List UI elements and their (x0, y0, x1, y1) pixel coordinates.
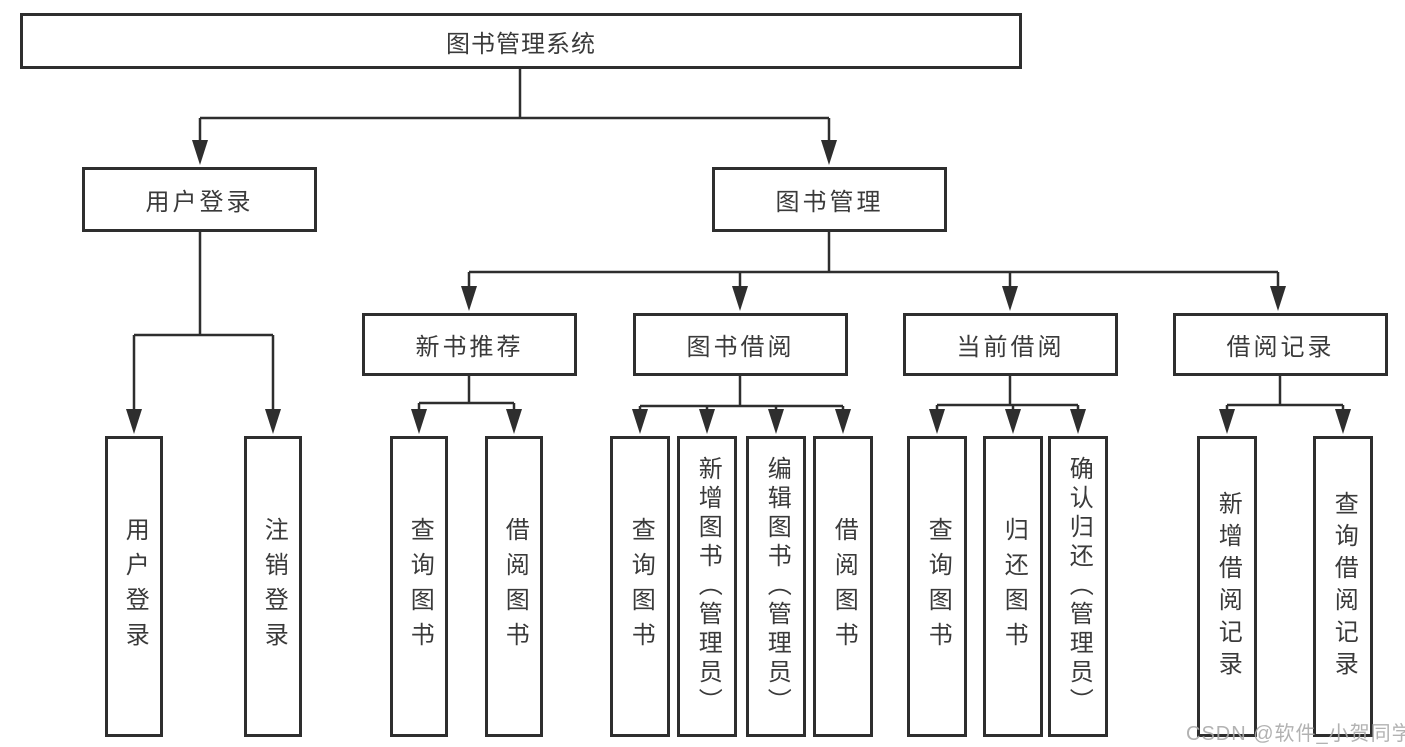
leaf-current-query-books: 查询图书 (907, 436, 967, 737)
leaf-recommend-query-books: 查询图书 (390, 436, 448, 737)
node-borrow-records: 借阅记录 (1173, 313, 1388, 376)
leaf-borrow-books: 借阅图书 (813, 436, 873, 737)
node-user-login: 用户登录 (82, 167, 317, 232)
leaf-query-borrow-record: 查询借阅记录 (1313, 436, 1373, 737)
node-book-borrow: 图书借阅 (633, 313, 848, 376)
leaf-borrow-query-books: 查询图书 (610, 436, 670, 737)
leaf-recommend-borrow-books: 借阅图书 (485, 436, 543, 737)
node-new-book-recommend: 新书推荐 (362, 313, 577, 376)
node-current-borrow: 当前借阅 (903, 313, 1118, 376)
leaf-logout: 注销登录 (244, 436, 302, 737)
csdn-watermark: CSDN @软件_小贺同学 (1186, 723, 1405, 745)
node-book-management: 图书管理 (712, 167, 947, 232)
leaf-return-books: 归还图书 (983, 436, 1043, 737)
leaf-user-login: 用户登录 (105, 436, 163, 737)
leaf-edit-books-admin: 编辑图书（管理员） (746, 436, 806, 737)
leaf-confirm-return-admin: 确认归还（管理员） (1048, 436, 1108, 737)
node-library-system: 图书管理系统 (20, 13, 1022, 69)
leaf-add-borrow-record: 新增借阅记录 (1197, 436, 1257, 737)
leaf-add-books-admin: 新增图书（管理员） (677, 436, 737, 737)
